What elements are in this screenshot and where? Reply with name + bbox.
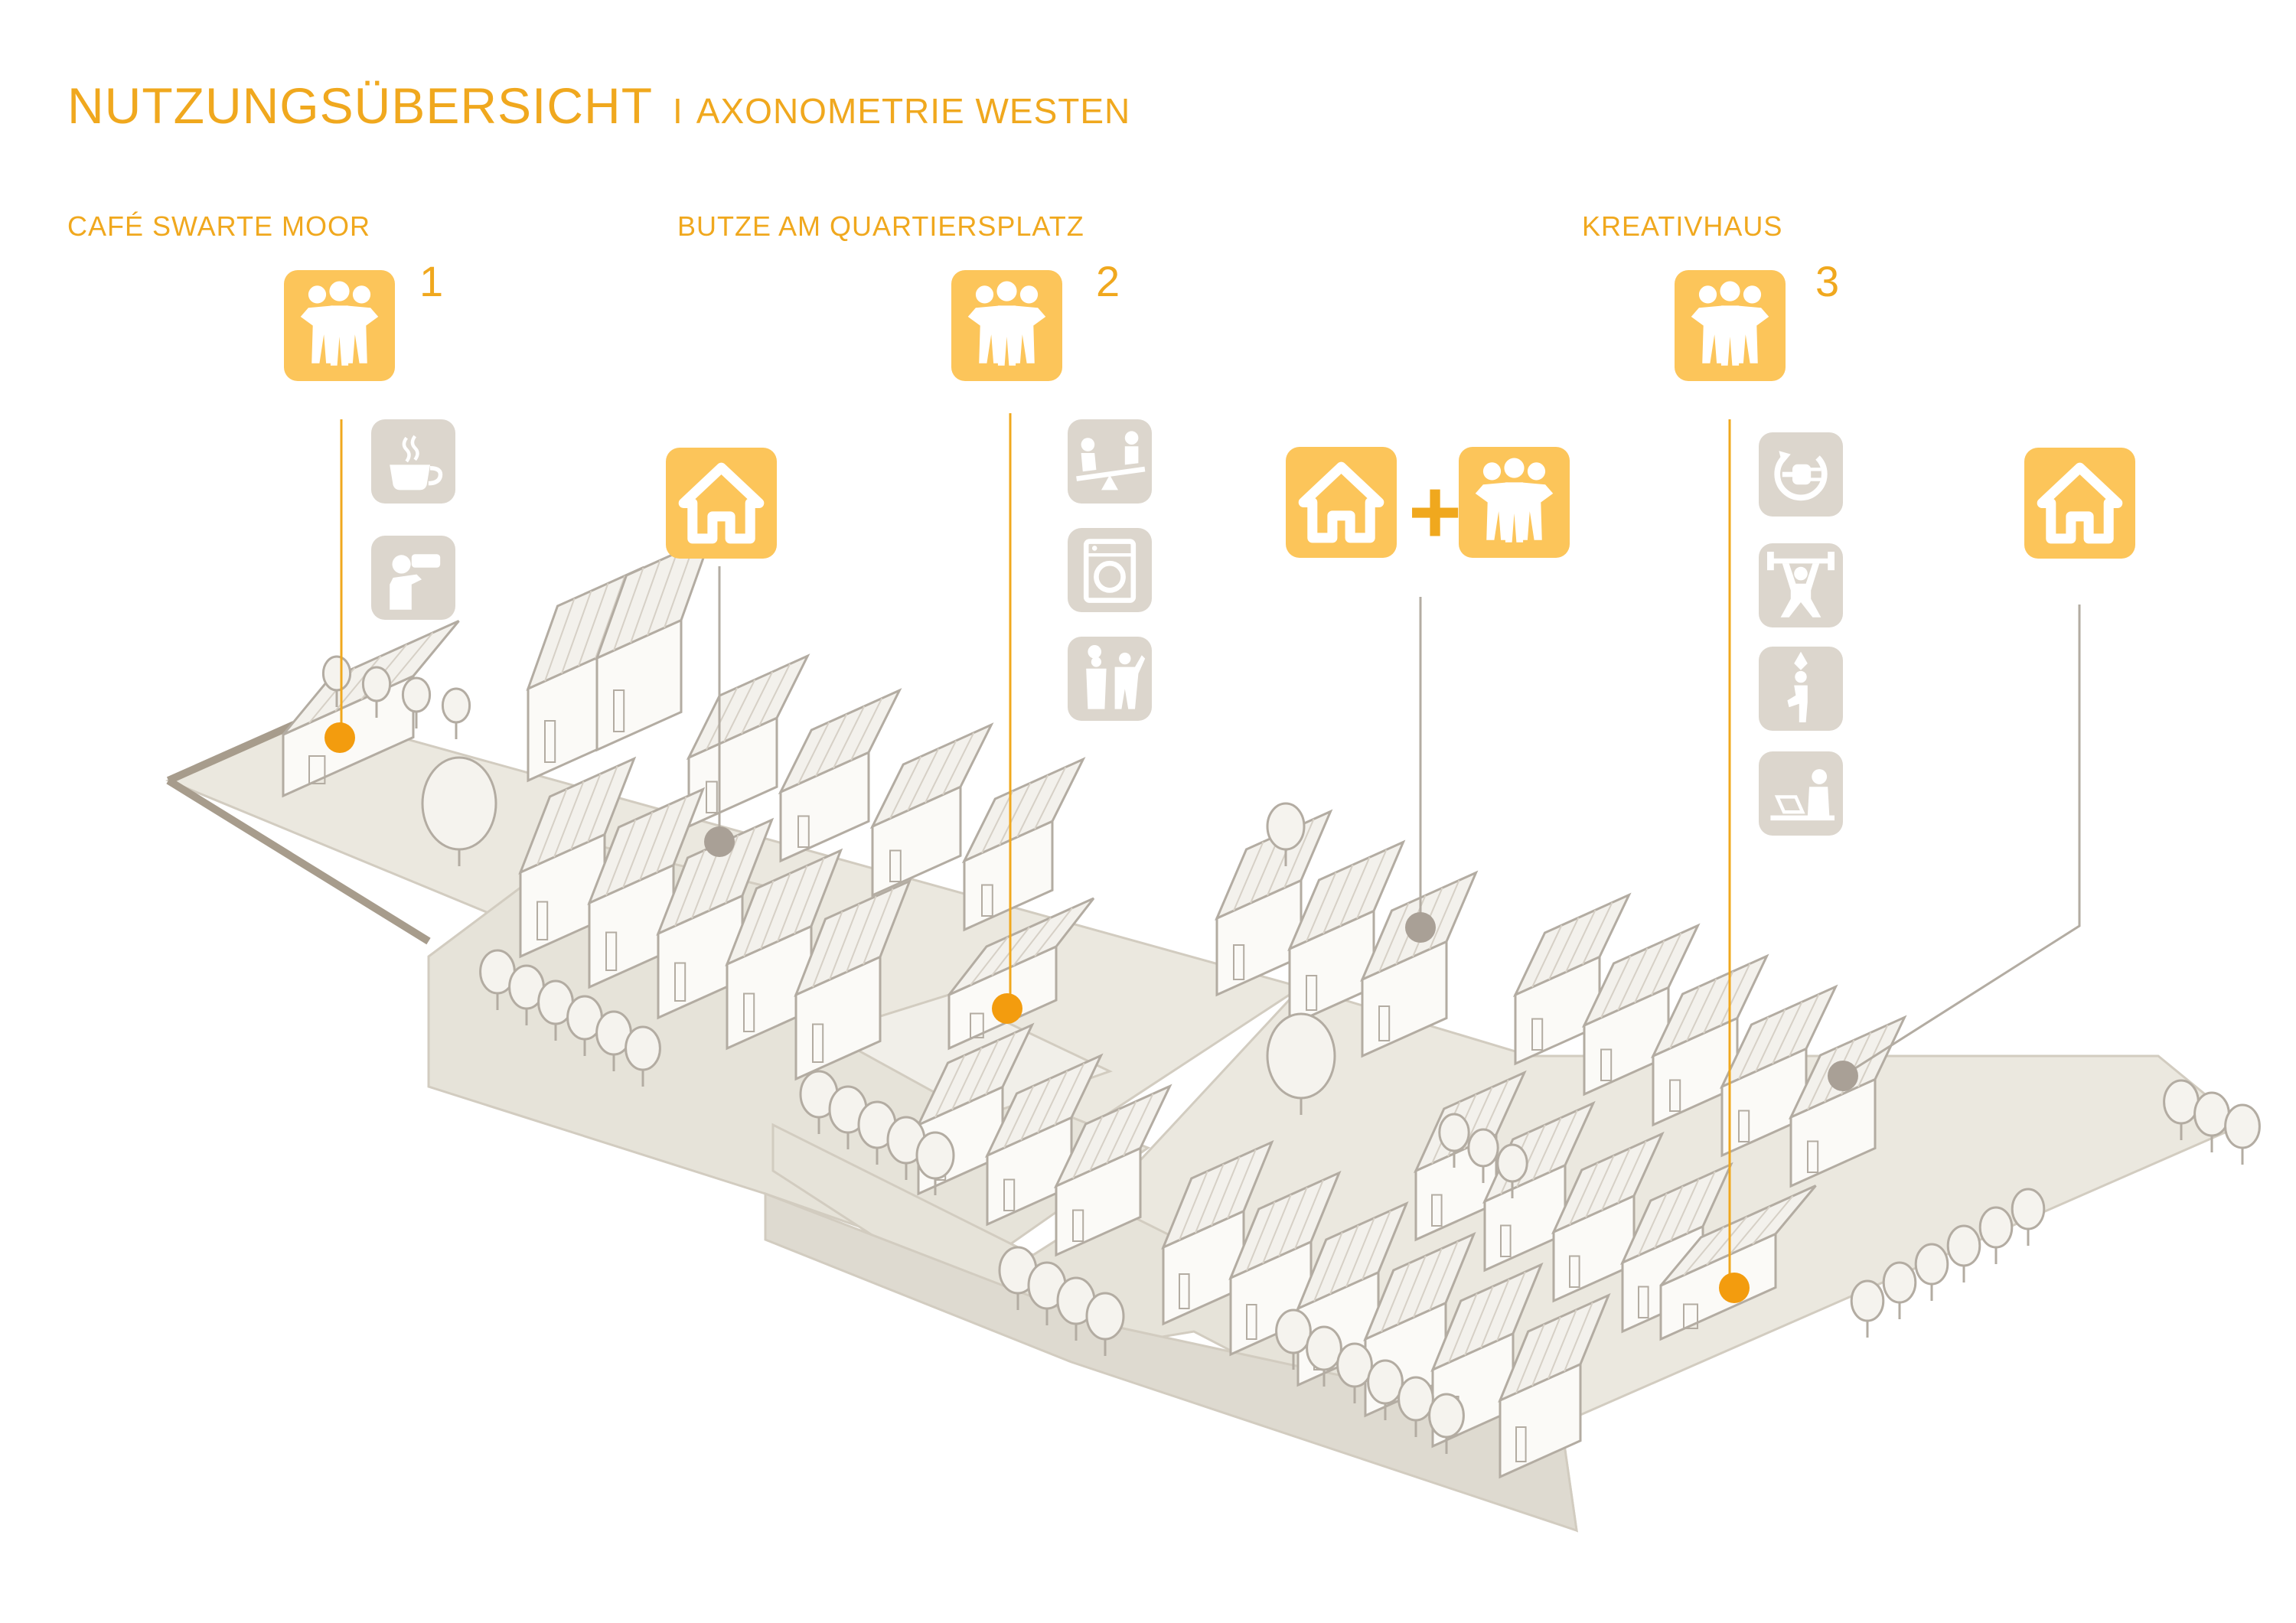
weightlifting-icon bbox=[1767, 552, 1835, 618]
tree-large-west bbox=[421, 756, 497, 866]
coffee-cup-icon bbox=[390, 435, 443, 490]
community-badge-1 bbox=[284, 270, 395, 381]
seesaw-icon bbox=[1076, 431, 1146, 490]
tree-groups bbox=[321, 655, 2261, 1454]
community-people-icon bbox=[967, 281, 1046, 366]
playground-badge bbox=[1068, 419, 1152, 504]
trees-south-b bbox=[1275, 1309, 1465, 1454]
cooking-badge bbox=[1068, 637, 1152, 721]
number-3: 3 bbox=[1815, 257, 1840, 305]
washing-machine-icon bbox=[1083, 539, 1137, 603]
leader-line-housing-3 bbox=[1844, 605, 2081, 1077]
marker-kreativhaus bbox=[1719, 1273, 1750, 1303]
trees-center bbox=[1438, 1113, 1528, 1198]
title-main: NUTZUNGSÜBERSICHT bbox=[67, 77, 654, 134]
building-kreativhaus bbox=[1659, 1185, 1817, 1341]
building-row-c bbox=[518, 756, 912, 1081]
marker-butze bbox=[992, 993, 1022, 1024]
building-row-f bbox=[1512, 892, 1907, 1188]
energy-badge bbox=[1759, 432, 1843, 517]
building-row-a bbox=[526, 535, 713, 783]
yoga-badge bbox=[1759, 647, 1843, 731]
fitness-badge bbox=[1759, 543, 1843, 627]
house-icon bbox=[1298, 461, 1384, 543]
house-badge-3 bbox=[2024, 448, 2135, 559]
community-people-icon bbox=[1475, 458, 1554, 543]
power-plug-icon bbox=[1774, 451, 1828, 501]
community-badge-2 bbox=[951, 270, 1062, 381]
label-butze-am-quartiersplatz: BUTZE AM QUARTIERSPLATZ bbox=[677, 210, 1084, 242]
building-row-b bbox=[686, 653, 1086, 932]
laundry-badge bbox=[1068, 528, 1152, 612]
cafe-badge bbox=[371, 419, 455, 504]
house-icon bbox=[2037, 462, 2123, 544]
house-badge-1 bbox=[666, 448, 777, 559]
trees-east bbox=[1850, 1188, 2046, 1338]
title-sub: AXONOMETRIE WESTEN bbox=[696, 91, 1131, 131]
house-icon bbox=[678, 462, 765, 544]
house-badge-2 bbox=[1286, 447, 1397, 558]
trees-cafe bbox=[321, 655, 471, 739]
lookout-badge bbox=[371, 536, 455, 620]
trees-far-east bbox=[2163, 1079, 2261, 1165]
marker-cafe bbox=[325, 722, 355, 753]
tree-large-square bbox=[1266, 1012, 1336, 1115]
building-blocks bbox=[282, 535, 1907, 1479]
binoculars-icon bbox=[390, 554, 441, 610]
location-markers bbox=[325, 722, 1858, 1303]
label-kreativhaus: KREATIVHAUS bbox=[1582, 210, 1783, 242]
yoga-icon bbox=[1787, 651, 1808, 722]
coworking-badge bbox=[1759, 751, 1843, 836]
plus-sign: + bbox=[1408, 461, 1463, 563]
trees-square bbox=[799, 1070, 955, 1195]
community-badge-combined bbox=[1459, 447, 1570, 558]
number-2: 2 bbox=[1096, 257, 1120, 305]
community-badge-3 bbox=[1675, 270, 1786, 381]
community-people-icon bbox=[1691, 281, 1769, 366]
label-cafe-swarte-moor: CAFÉ SWARTE MOOR bbox=[67, 210, 371, 242]
page-title: NUTZUNGSÜBERSICHT I AXONOMETRIE WESTEN bbox=[67, 77, 1130, 135]
title-separator: I bbox=[673, 91, 683, 131]
marker-housing-2 bbox=[1405, 912, 1436, 943]
trees-south-a bbox=[998, 1246, 1125, 1356]
trees-west bbox=[479, 949, 661, 1087]
laptop-desk-icon bbox=[1770, 769, 1835, 821]
tree-single-north bbox=[1266, 802, 1306, 866]
cooking-dancing-icon bbox=[1086, 645, 1146, 709]
number-1: 1 bbox=[419, 257, 444, 305]
marker-housing-3 bbox=[1828, 1061, 1858, 1091]
leader-lines bbox=[340, 413, 2081, 1286]
building-row-d bbox=[915, 1022, 1172, 1257]
marker-housing-1 bbox=[704, 826, 735, 857]
community-people-icon bbox=[300, 281, 379, 366]
